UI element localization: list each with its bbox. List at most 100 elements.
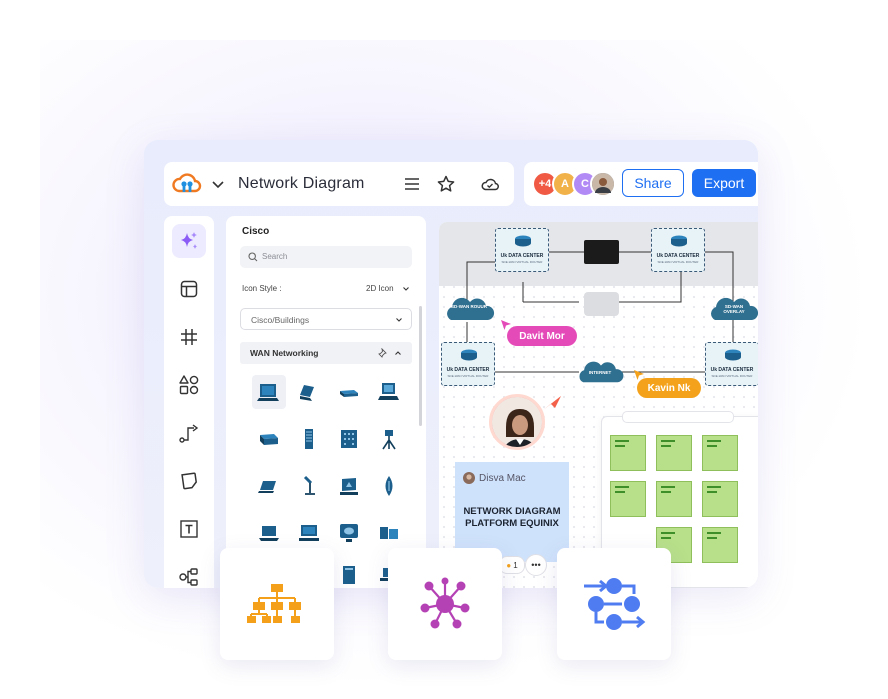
section-title: WAN Networking bbox=[250, 348, 319, 358]
shape-library-panel: Cisco Search Icon Style : 2D Icon Cisco/… bbox=[226, 216, 426, 588]
note-title-line2: PLATFORM EQUINIX bbox=[465, 518, 559, 529]
modem-icon[interactable] bbox=[332, 375, 366, 409]
pc-icon[interactable] bbox=[252, 516, 286, 550]
menu-icon[interactable] bbox=[402, 174, 422, 194]
flowchart-icon bbox=[584, 578, 646, 630]
sticky-note[interactable] bbox=[702, 481, 738, 517]
placeholder-device[interactable] bbox=[584, 292, 619, 316]
sticky-note[interactable] bbox=[610, 481, 646, 517]
app-logo[interactable] bbox=[172, 169, 202, 199]
firewall-device[interactable] bbox=[584, 240, 619, 264]
network-graph-card[interactable] bbox=[388, 548, 502, 660]
search-placeholder: Search bbox=[262, 252, 288, 261]
diagram-canvas[interactable]: Uk DATA CENTER SDE-WAN VIRTUAL ROUTER Uk… bbox=[439, 222, 758, 588]
ai-sparkle-tool[interactable] bbox=[172, 224, 206, 258]
sticky-note[interactable] bbox=[702, 527, 738, 563]
terminal-icon[interactable] bbox=[332, 469, 366, 503]
mindmap-icon bbox=[179, 568, 198, 586]
tower-icon[interactable] bbox=[332, 556, 366, 588]
chevron-down-icon[interactable] bbox=[402, 285, 410, 293]
sticky-note[interactable] bbox=[656, 481, 692, 517]
cursor-label-kavin: Kavin Nk bbox=[637, 378, 701, 398]
shapes-tool[interactable] bbox=[172, 368, 206, 402]
person-icon bbox=[592, 173, 614, 195]
sticky-note[interactable] bbox=[610, 435, 646, 471]
grid-tool[interactable] bbox=[172, 320, 206, 354]
router-node[interactable]: Uk DATA CENTER SDE-WAN VIRTUAL ROUTER bbox=[441, 342, 495, 386]
connector-tool[interactable] bbox=[172, 416, 206, 450]
notebook-icon[interactable] bbox=[252, 469, 286, 503]
router-icon bbox=[725, 349, 741, 361]
monitor-icon[interactable] bbox=[332, 516, 366, 550]
reaction-icon: ● bbox=[506, 560, 512, 570]
router-subtitle: SDE-WAN VIRTUAL ROUTER bbox=[711, 374, 753, 378]
phone-station-icon[interactable] bbox=[372, 516, 406, 550]
reaction-badge[interactable]: ●1 bbox=[499, 556, 525, 574]
router-subtitle: SDE-WAN VIRTUAL ROUTER bbox=[657, 260, 699, 264]
star-icon[interactable] bbox=[436, 174, 456, 194]
avatar-photo[interactable] bbox=[590, 171, 616, 197]
share-button[interactable]: Share bbox=[622, 169, 684, 197]
router-icon[interactable] bbox=[252, 375, 286, 409]
shapes-icon bbox=[179, 375, 199, 395]
pin-icon[interactable] bbox=[378, 348, 388, 358]
server-icon[interactable] bbox=[292, 422, 326, 456]
note-author: Disva Mac bbox=[479, 473, 526, 484]
text-tool[interactable] bbox=[172, 512, 206, 546]
org-chart-card[interactable] bbox=[220, 548, 334, 660]
router-node[interactable]: Uk DATA CENTER SDE-WAN VIRTUAL ROUTER bbox=[495, 228, 549, 272]
router-icon bbox=[515, 235, 531, 247]
workstation-icon[interactable] bbox=[372, 375, 406, 409]
switch-icon[interactable] bbox=[252, 422, 286, 456]
cloud-sync-icon[interactable] bbox=[480, 174, 500, 194]
building-icon[interactable] bbox=[332, 422, 366, 456]
search-icon bbox=[248, 252, 258, 262]
laptop-icon[interactable] bbox=[292, 375, 326, 409]
network-links bbox=[466, 251, 734, 373]
cloud-icon[interactable] bbox=[571, 358, 629, 386]
flowchart-card[interactable] bbox=[557, 548, 671, 660]
person-photo-icon bbox=[492, 397, 542, 447]
cursor-label-davit: Davit Mor bbox=[507, 326, 577, 346]
router-icon bbox=[461, 349, 477, 361]
category-select[interactable]: Cisco/Buildings bbox=[240, 308, 412, 330]
export-button[interactable]: Export bbox=[692, 169, 756, 197]
author-avatar bbox=[463, 472, 475, 484]
chevron-down-icon[interactable] bbox=[210, 176, 226, 192]
document-title[interactable]: Network Diagram bbox=[238, 175, 365, 192]
library-title: Cisco bbox=[242, 226, 270, 237]
router-node[interactable]: Uk DATA CENTER SDE-WAN VIRTUAL ROUTER bbox=[705, 342, 758, 386]
cloud-label: SD-WAN OVERLAY bbox=[723, 304, 745, 314]
chevron-down-icon bbox=[396, 318, 402, 322]
microphone-icon[interactable] bbox=[292, 469, 326, 503]
icon-style-value[interactable]: 2D Icon bbox=[366, 284, 394, 293]
scrollbar[interactable] bbox=[419, 306, 422, 426]
hash-grid-icon bbox=[181, 329, 197, 345]
note-card[interactable]: Disva Mac NETWORK DIAGRAM PLATFORM EQUIN… bbox=[455, 462, 569, 562]
collaborator-avatar[interactable] bbox=[489, 394, 545, 450]
sticky-note-icon bbox=[181, 472, 197, 490]
note-title-line1: NETWORK DIAGRAM bbox=[463, 506, 561, 517]
app-window: Network Diagram +4 A C Share Export bbox=[144, 140, 758, 588]
mindmap-tool[interactable] bbox=[172, 560, 206, 588]
sticky-note[interactable] bbox=[656, 435, 692, 471]
section-header[interactable]: WAN Networking bbox=[240, 342, 412, 364]
satellite-dish-icon[interactable] bbox=[372, 469, 406, 503]
cloud-label: INTERNET bbox=[588, 370, 612, 375]
more-options-button[interactable]: ••• bbox=[525, 554, 547, 576]
tool-rail bbox=[164, 216, 214, 588]
chevron-up-icon[interactable] bbox=[394, 349, 402, 357]
router-node[interactable]: Uk DATA CENTER SDE-WAN VIRTUAL ROUTER bbox=[651, 228, 705, 272]
sticky-note-tool[interactable] bbox=[172, 464, 206, 498]
board-handle[interactable] bbox=[622, 411, 734, 423]
connector-icon bbox=[179, 424, 199, 443]
cloud-icon[interactable] bbox=[705, 294, 758, 324]
desktop-icon[interactable] bbox=[292, 516, 326, 550]
cloud-label: SD-WAN ROUUR bbox=[451, 304, 487, 309]
cursor-pointer-icon bbox=[543, 396, 561, 410]
cloud-icon[interactable] bbox=[441, 294, 497, 324]
search-input[interactable]: Search bbox=[240, 246, 412, 268]
antenna-icon[interactable] bbox=[372, 422, 406, 456]
sticky-note[interactable] bbox=[702, 435, 738, 471]
layout-tool[interactable] bbox=[172, 272, 206, 306]
